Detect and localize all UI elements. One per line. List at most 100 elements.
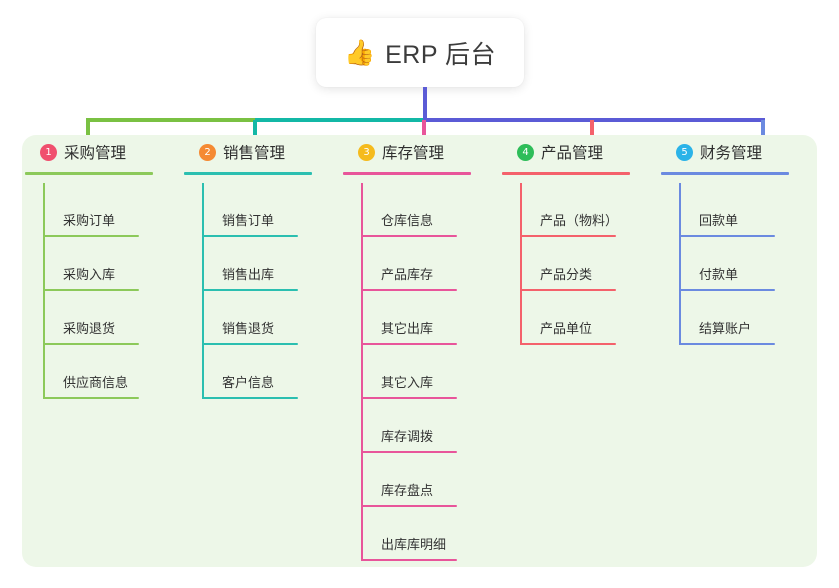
list-item[interactable]: 出库库明细 — [361, 507, 499, 561]
item-rule — [202, 289, 298, 291]
item-list-finance: 回款单 付款单 结算账户 — [673, 183, 817, 345]
item-rule — [361, 289, 457, 291]
item-label: 库存盘点 — [381, 483, 434, 498]
spine-finance — [679, 183, 681, 345]
column-title-sales: 销售管理 — [223, 145, 286, 162]
column-header-finance[interactable]: 5 财务管理 — [673, 135, 817, 169]
thumbs-up-icon: 👍 — [343, 38, 376, 67]
column-finance: 5 财务管理 回款单 付款单 结算账户 — [658, 135, 817, 567]
item-rule — [361, 505, 457, 507]
item-label: 产品（物料） — [540, 213, 619, 228]
column-rule-sales — [184, 172, 312, 175]
item-rule — [43, 343, 139, 345]
item-label: 产品分类 — [540, 267, 593, 282]
item-label: 销售订单 — [222, 213, 275, 228]
item-list-sales: 销售订单 销售出库 销售退货 客户信息 — [196, 183, 340, 399]
column-inventory: 3 库存管理 仓库信息 产品库存 其它出库 其它入库 — [340, 135, 499, 567]
list-item[interactable]: 销售退货 — [202, 291, 340, 345]
column-badge-3: 3 — [358, 143, 375, 161]
list-item[interactable]: 其它入库 — [361, 345, 499, 399]
list-item[interactable]: 仓库信息 — [361, 183, 499, 237]
item-rule — [361, 235, 457, 237]
list-item[interactable]: 供应商信息 — [43, 345, 181, 399]
column-title-product: 产品管理 — [541, 145, 604, 162]
root-title-card[interactable]: 👍 ERP 后台 — [316, 18, 524, 87]
column-badge-2: 2 — [199, 143, 216, 161]
column-title-finance: 财务管理 — [700, 145, 763, 162]
spine-product — [520, 183, 522, 345]
item-rule — [43, 289, 139, 291]
list-item[interactable]: 其它出库 — [361, 291, 499, 345]
content-panel — [22, 135, 817, 567]
item-label: 采购订单 — [63, 213, 116, 228]
column-header-purchasing[interactable]: 1 采购管理 — [37, 135, 181, 169]
item-label: 库存调拨 — [381, 429, 434, 444]
column-badge-1: 1 — [40, 143, 57, 161]
item-label: 回款单 — [699, 213, 739, 228]
list-item[interactable]: 采购退货 — [43, 291, 181, 345]
item-label: 客户信息 — [222, 375, 275, 390]
item-rule — [679, 343, 775, 345]
item-label: 供应商信息 — [63, 375, 129, 390]
list-item[interactable]: 销售订单 — [202, 183, 340, 237]
item-label: 采购入库 — [63, 267, 116, 282]
item-label: 产品库存 — [381, 267, 434, 282]
column-rule-purchasing — [25, 172, 153, 175]
list-item[interactable]: 产品分类 — [520, 237, 658, 291]
item-rule — [361, 451, 457, 453]
list-item[interactable]: 库存盘点 — [361, 453, 499, 507]
list-item[interactable]: 付款单 — [679, 237, 817, 291]
item-list-purchasing: 采购订单 采购入库 采购退货 供应商信息 — [37, 183, 181, 399]
item-rule — [202, 235, 298, 237]
list-item[interactable]: 产品库存 — [361, 237, 499, 291]
item-rule — [520, 343, 616, 345]
item-rule — [361, 397, 457, 399]
item-label: 付款单 — [699, 267, 739, 282]
column-rule-inventory — [343, 172, 471, 175]
spine-sales — [202, 183, 204, 399]
item-rule — [520, 235, 616, 237]
item-label: 出库库明细 — [381, 537, 447, 552]
list-item[interactable]: 产品（物料） — [520, 183, 658, 237]
list-item[interactable]: 回款单 — [679, 183, 817, 237]
item-rule — [202, 343, 298, 345]
list-item[interactable]: 库存调拨 — [361, 399, 499, 453]
item-rule — [361, 343, 457, 345]
column-header-product[interactable]: 4 产品管理 — [514, 135, 658, 169]
item-label: 仓库信息 — [381, 213, 434, 228]
column-purchasing: 1 采购管理 采购订单 采购入库 采购退货 供应商信 — [22, 135, 181, 567]
column-title-purchasing: 采购管理 — [64, 145, 127, 162]
item-rule — [361, 559, 457, 561]
column-title-inventory: 库存管理 — [382, 145, 445, 162]
list-item[interactable]: 采购订单 — [43, 183, 181, 237]
column-rule-finance — [661, 172, 789, 175]
list-item[interactable]: 采购入库 — [43, 237, 181, 291]
page-title: ERP 后台 — [385, 40, 497, 69]
item-label: 其它入库 — [381, 375, 434, 390]
item-label: 销售出库 — [222, 267, 275, 282]
list-item[interactable]: 销售出库 — [202, 237, 340, 291]
item-rule — [520, 289, 616, 291]
column-container: 1 采购管理 采购订单 采购入库 采购退货 供应商信 — [22, 135, 817, 567]
item-label: 采购退货 — [63, 321, 116, 336]
column-rule-product — [502, 172, 630, 175]
item-rule — [202, 397, 298, 399]
spine-purchasing — [43, 183, 45, 399]
item-rule — [679, 235, 775, 237]
item-rule — [43, 397, 139, 399]
list-item[interactable]: 结算账户 — [679, 291, 817, 345]
spine-inventory — [361, 183, 363, 561]
item-rule — [43, 235, 139, 237]
column-badge-4: 4 — [517, 143, 534, 161]
column-header-inventory[interactable]: 3 库存管理 — [355, 135, 499, 169]
column-header-sales[interactable]: 2 销售管理 — [196, 135, 340, 169]
list-item[interactable]: 产品单位 — [520, 291, 658, 345]
column-sales: 2 销售管理 销售订单 销售出库 销售退货 客户信息 — [181, 135, 340, 567]
item-label: 结算账户 — [699, 321, 752, 336]
item-rule — [679, 289, 775, 291]
column-badge-5: 5 — [676, 143, 693, 161]
list-item[interactable]: 客户信息 — [202, 345, 340, 399]
column-product: 4 产品管理 产品（物料） 产品分类 产品单位 — [499, 135, 658, 567]
item-list-inventory: 仓库信息 产品库存 其它出库 其它入库 库存调拨 — [355, 183, 499, 561]
